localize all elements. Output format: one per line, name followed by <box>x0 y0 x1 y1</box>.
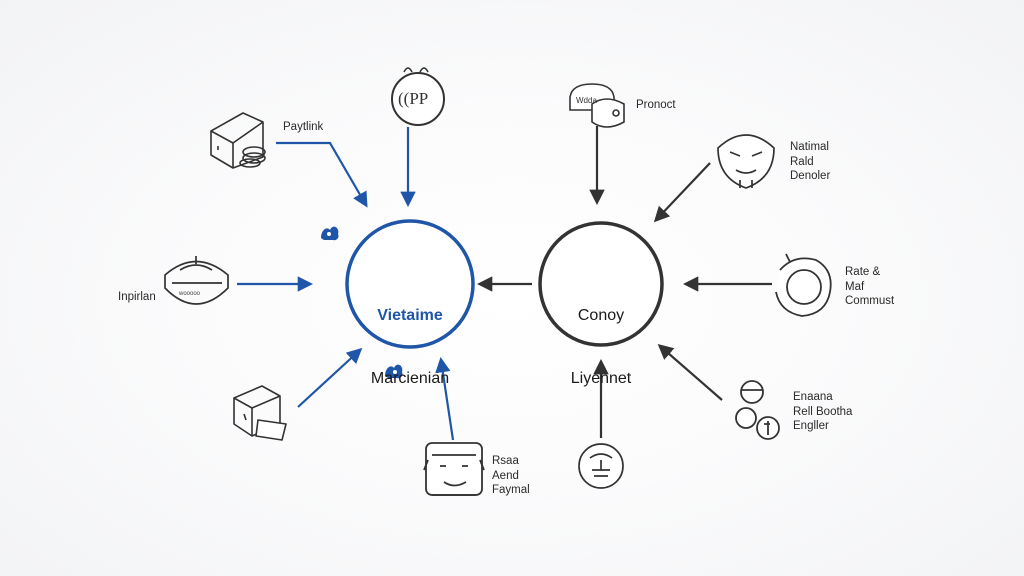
hub-right-line2: Liyennet <box>570 370 632 387</box>
arrow-paytlink-to-hub <box>276 141 368 208</box>
bowl-icon <box>164 256 229 305</box>
arrow-bottomleft-to-hub <box>297 347 363 408</box>
hub-left-line2: Marcienian <box>370 370 450 387</box>
box-icon <box>210 112 266 169</box>
arrow-natimal-to-hub <box>653 162 711 223</box>
hub-right-label: Conoy Liyennet <box>540 263 662 431</box>
label-rate: Rate & Maf Commust <box>845 266 895 307</box>
hub-left-line1: Vietaime <box>377 307 443 324</box>
arrow-enaana-to-hub <box>657 343 723 401</box>
ipp-badge-icon <box>391 67 445 126</box>
arrow-bottom-to-hub <box>435 356 455 441</box>
label-natimal: Natimal Rald Denoler <box>790 141 831 182</box>
dish-icon <box>578 443 624 489</box>
hub-right-circle <box>538 221 664 347</box>
hub-right-line1: Conoy <box>577 307 625 324</box>
label-pronoct: Pronoct <box>636 99 676 111</box>
hub-left-label: Vietaime Marcienian <box>347 263 473 431</box>
folder-icon-text: Wdda <box>576 96 597 105</box>
bowl-icon-text: wooooo <box>179 291 201 297</box>
label-rsaa: Rsaa Aend Faymal <box>492 455 530 496</box>
parcel-icon <box>233 385 287 441</box>
person-coin-icon <box>735 380 780 440</box>
label-inpirlan: Inpirlan <box>118 291 156 303</box>
folder-bubble-icon <box>569 83 625 128</box>
label-paytlink: Paytlink <box>283 121 324 133</box>
mask-icon <box>717 134 775 189</box>
ipp-badge-text: ((PP <box>398 89 429 108</box>
label-enaana: Enaana Rell Bootha Engller <box>793 391 853 432</box>
ring-icon <box>775 253 832 317</box>
document-face-icon <box>423 442 485 496</box>
small-blue-icon-top <box>321 226 339 241</box>
small-blue-icon-bottom <box>385 364 403 379</box>
hub-left-circle <box>345 219 475 349</box>
